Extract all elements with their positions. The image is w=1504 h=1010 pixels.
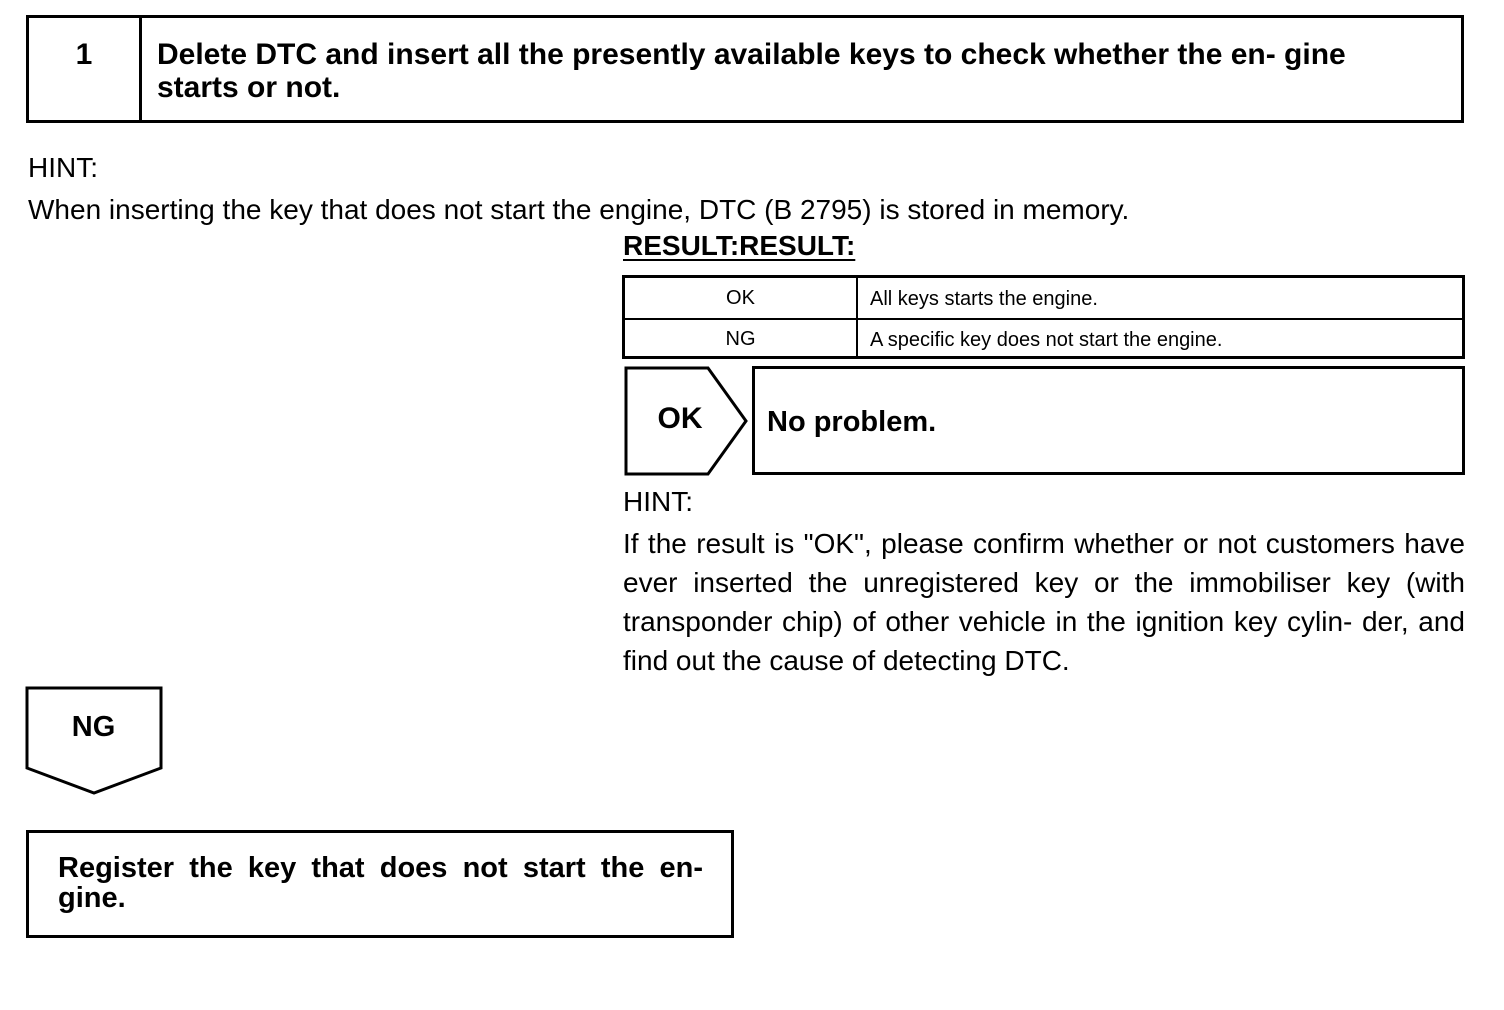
ok-result-text: No problem.: [767, 406, 937, 438]
result-row: NG A specific key does not start the eng…: [625, 319, 1462, 359]
ok-branch-label: OK: [657, 402, 703, 435]
result-code: OK: [625, 278, 858, 318]
step-number: 1: [29, 18, 142, 120]
step-header: 1 Delete DTC and insert all the presentl…: [26, 15, 1464, 123]
ng-arrow-icon: [25, 686, 163, 795]
ok-arrow-icon: [624, 366, 748, 476]
result-description: A specific key does not start the engine…: [870, 329, 1223, 351]
result-table: OK All keys starts the engine. NG A spec…: [622, 275, 1465, 359]
result-description: All keys starts the engine.: [870, 288, 1098, 310]
ok-result-box: No problem.: [752, 366, 1465, 475]
result-row: OK All keys starts the engine.: [625, 278, 1462, 320]
step-title: Delete DTC and insert all the presently …: [157, 38, 1346, 104]
hint-text: If the result is "OK", please confirm wh…: [623, 528, 1465, 676]
hint-text: When inserting the key that does not sta…: [28, 194, 1130, 225]
ng-branch-label: NG: [71, 711, 116, 743]
ng-action-text: Register the key that does not start the…: [58, 852, 703, 914]
hint-label: HINT:: [28, 152, 98, 183]
hint-label: HINT:: [623, 486, 693, 517]
result-heading: RESULT:RESULT:: [623, 230, 856, 261]
ng-action-box: Register the key that does not start the…: [26, 830, 734, 938]
result-code: NG: [625, 319, 858, 359]
